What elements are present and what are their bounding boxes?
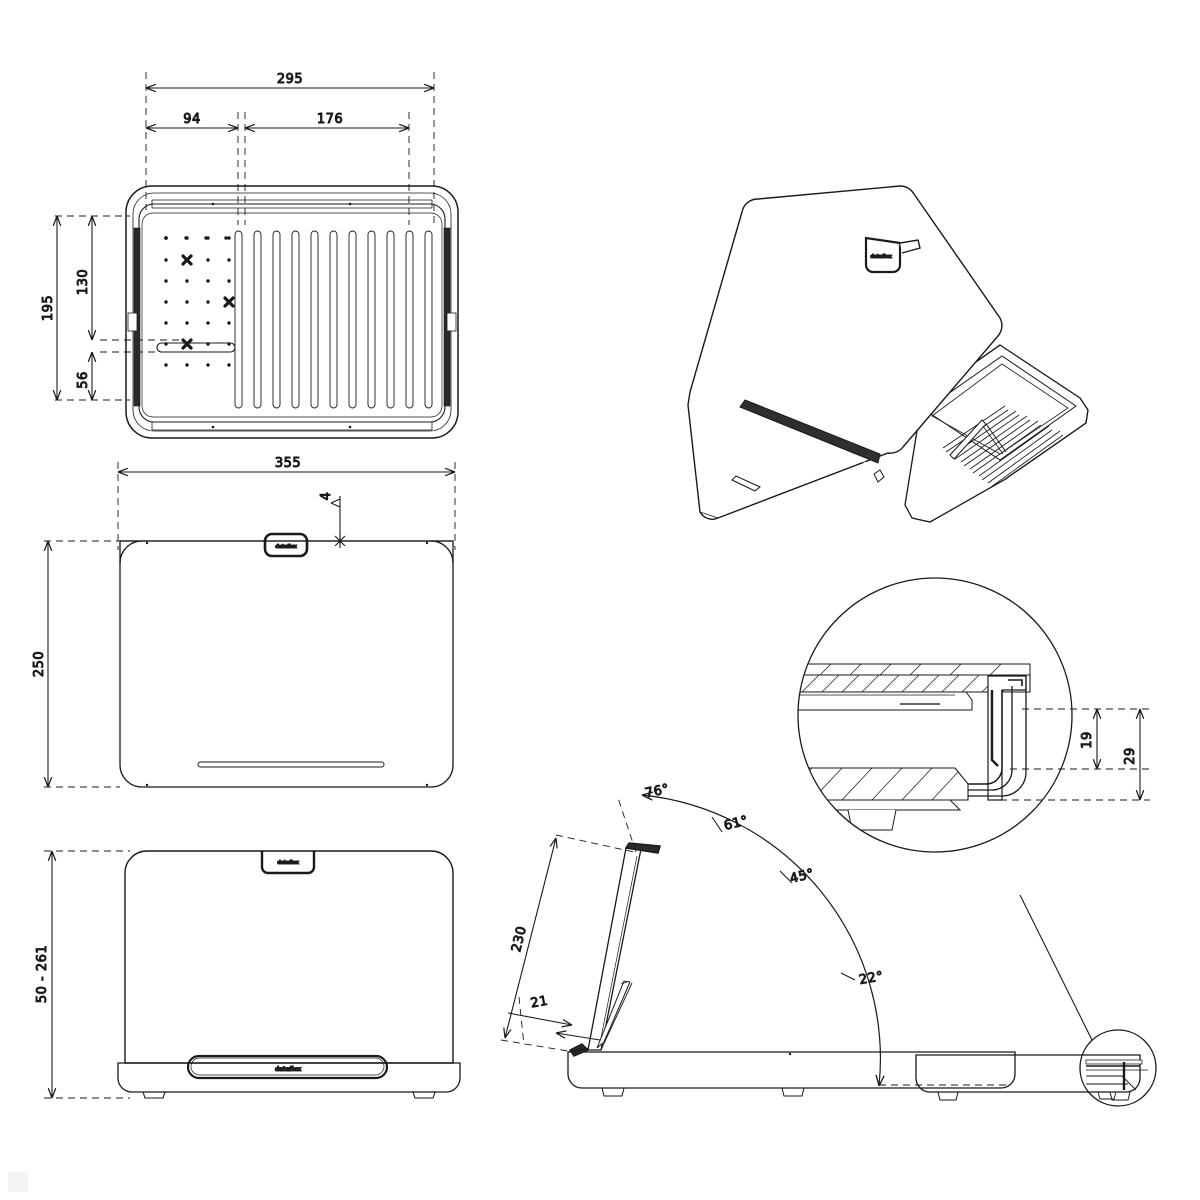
top-view-outer-shell <box>125 185 459 439</box>
tilt-angle-arc: 76° 61° 45° 22° <box>617 781 1008 1086</box>
top-view-ribs <box>234 230 433 409</box>
top-view-grid-x-marks <box>181 254 235 350</box>
iso-badge-label: dataflex <box>870 254 893 260</box>
dimension-29: 29 <box>1123 709 1140 800</box>
front-view-badge-label: dataflex <box>275 544 298 550</box>
closed-side-foot-right <box>1109 1091 1131 1101</box>
top-view: 295 94 176 195 130 56 <box>41 72 459 439</box>
dimension-50-261: 50 - 261 <box>35 851 52 1098</box>
dimension-4-label: 4 <box>319 492 334 501</box>
front-view-slot <box>197 761 385 768</box>
dimension-21-label: 21 <box>529 994 549 1012</box>
dimension-21: 21 <box>507 993 601 1046</box>
dimension-94-label: 94 <box>183 112 201 127</box>
closed-side-foot-left <box>937 1091 959 1101</box>
dimension-56: 56 <box>76 352 92 400</box>
top-view-cable-slot <box>156 342 236 353</box>
closed-side-detail-circle[interactable] <box>1079 1029 1157 1107</box>
detail-section-contents <box>798 663 1031 831</box>
dimension-176: 176 <box>245 112 409 128</box>
closed-side-detail-contents <box>1085 1059 1148 1100</box>
dimension-19-label: 19 <box>1080 731 1095 749</box>
detail-section-view: 19 29 <box>797 577 1150 853</box>
front-view: 355 250 4 dataflex <box>32 456 456 788</box>
elevation-view-lid <box>124 850 454 1064</box>
dimension-230: 230 <box>500 834 635 1054</box>
top-view-inner-plate-edge <box>141 212 443 418</box>
dimension-195: 195 <box>41 216 57 400</box>
dimension-130-label: 130 <box>76 269 91 295</box>
closed-side-view <box>915 894 1157 1107</box>
side-view-strut <box>596 980 631 1049</box>
dimension-176-label: 176 <box>317 112 343 127</box>
dimension-56-label: 56 <box>76 371 91 389</box>
detail-dimensions: 19 29 <box>1000 708 1150 801</box>
elevation-view: 50 - 261 dataflex dataflex <box>35 850 461 1099</box>
top-view-dot-grid <box>164 236 231 367</box>
dimension-50-261-label: 50 - 261 <box>35 945 50 1003</box>
dimension-295: 295 <box>146 72 434 88</box>
dimension-29-label: 29 <box>1123 747 1138 765</box>
dimension-230-label: 230 <box>509 925 530 954</box>
detail-leader-line <box>1019 894 1093 1041</box>
side-view: 230 21 76° 61° 45° 22° <box>500 781 1016 1097</box>
elevation-view-foot-left <box>142 1091 166 1099</box>
angle-tick-45 <box>779 870 793 884</box>
side-view-base <box>567 1051 1016 1089</box>
elevation-view-top-badge: dataflex <box>260 851 316 875</box>
elevation-view-base <box>117 1062 461 1093</box>
dimension-355: 355 <box>118 456 455 472</box>
dimension-195-label: 195 <box>41 295 56 321</box>
detail-section-circle[interactable] <box>797 577 1073 853</box>
angle-45-label: 45° <box>788 866 815 886</box>
elevation-view-foot-right <box>412 1091 436 1099</box>
dimension-355-label: 355 <box>275 456 301 471</box>
dimension-250: 250 <box>32 541 48 787</box>
front-view-brand-badge: dataflex <box>263 532 309 558</box>
angle-tick-61 <box>711 816 723 833</box>
side-view-foot-right <box>781 1087 805 1097</box>
dimension-94: 94 <box>146 112 238 128</box>
top-view-outer-shell-inner <box>132 192 452 432</box>
iso-lid <box>687 185 1003 520</box>
iso-badge-latch: dataflex <box>864 236 921 274</box>
top-view-hinge-pads <box>127 227 457 407</box>
dimension-250-label: 250 <box>32 651 47 677</box>
tilt-arc-path <box>642 795 880 1086</box>
angle-22-label: 22° <box>858 969 885 988</box>
watermark <box>8 1172 28 1192</box>
dimension-295-label: 295 <box>277 72 303 87</box>
iso-tray-well <box>924 355 1077 461</box>
elevation-view-handle: dataflex <box>186 1054 389 1080</box>
iso-lid-lip <box>731 399 885 492</box>
iso-view: dataflex <box>687 185 1089 523</box>
angle-76-label: 76° <box>644 782 671 802</box>
side-view-foot-left <box>601 1087 625 1097</box>
elevation-view-extension-lines <box>44 850 130 1099</box>
dimension-130: 130 <box>76 216 92 340</box>
elevation-view-handle-badge-label: dataflex <box>275 1066 302 1073</box>
angle-tick-22 <box>840 972 856 981</box>
angle-61-label: 61° <box>722 813 749 833</box>
elevation-view-top-badge-label: dataflex <box>277 860 300 866</box>
dimension-19: 19 <box>1080 709 1097 769</box>
front-view-body <box>119 540 454 788</box>
